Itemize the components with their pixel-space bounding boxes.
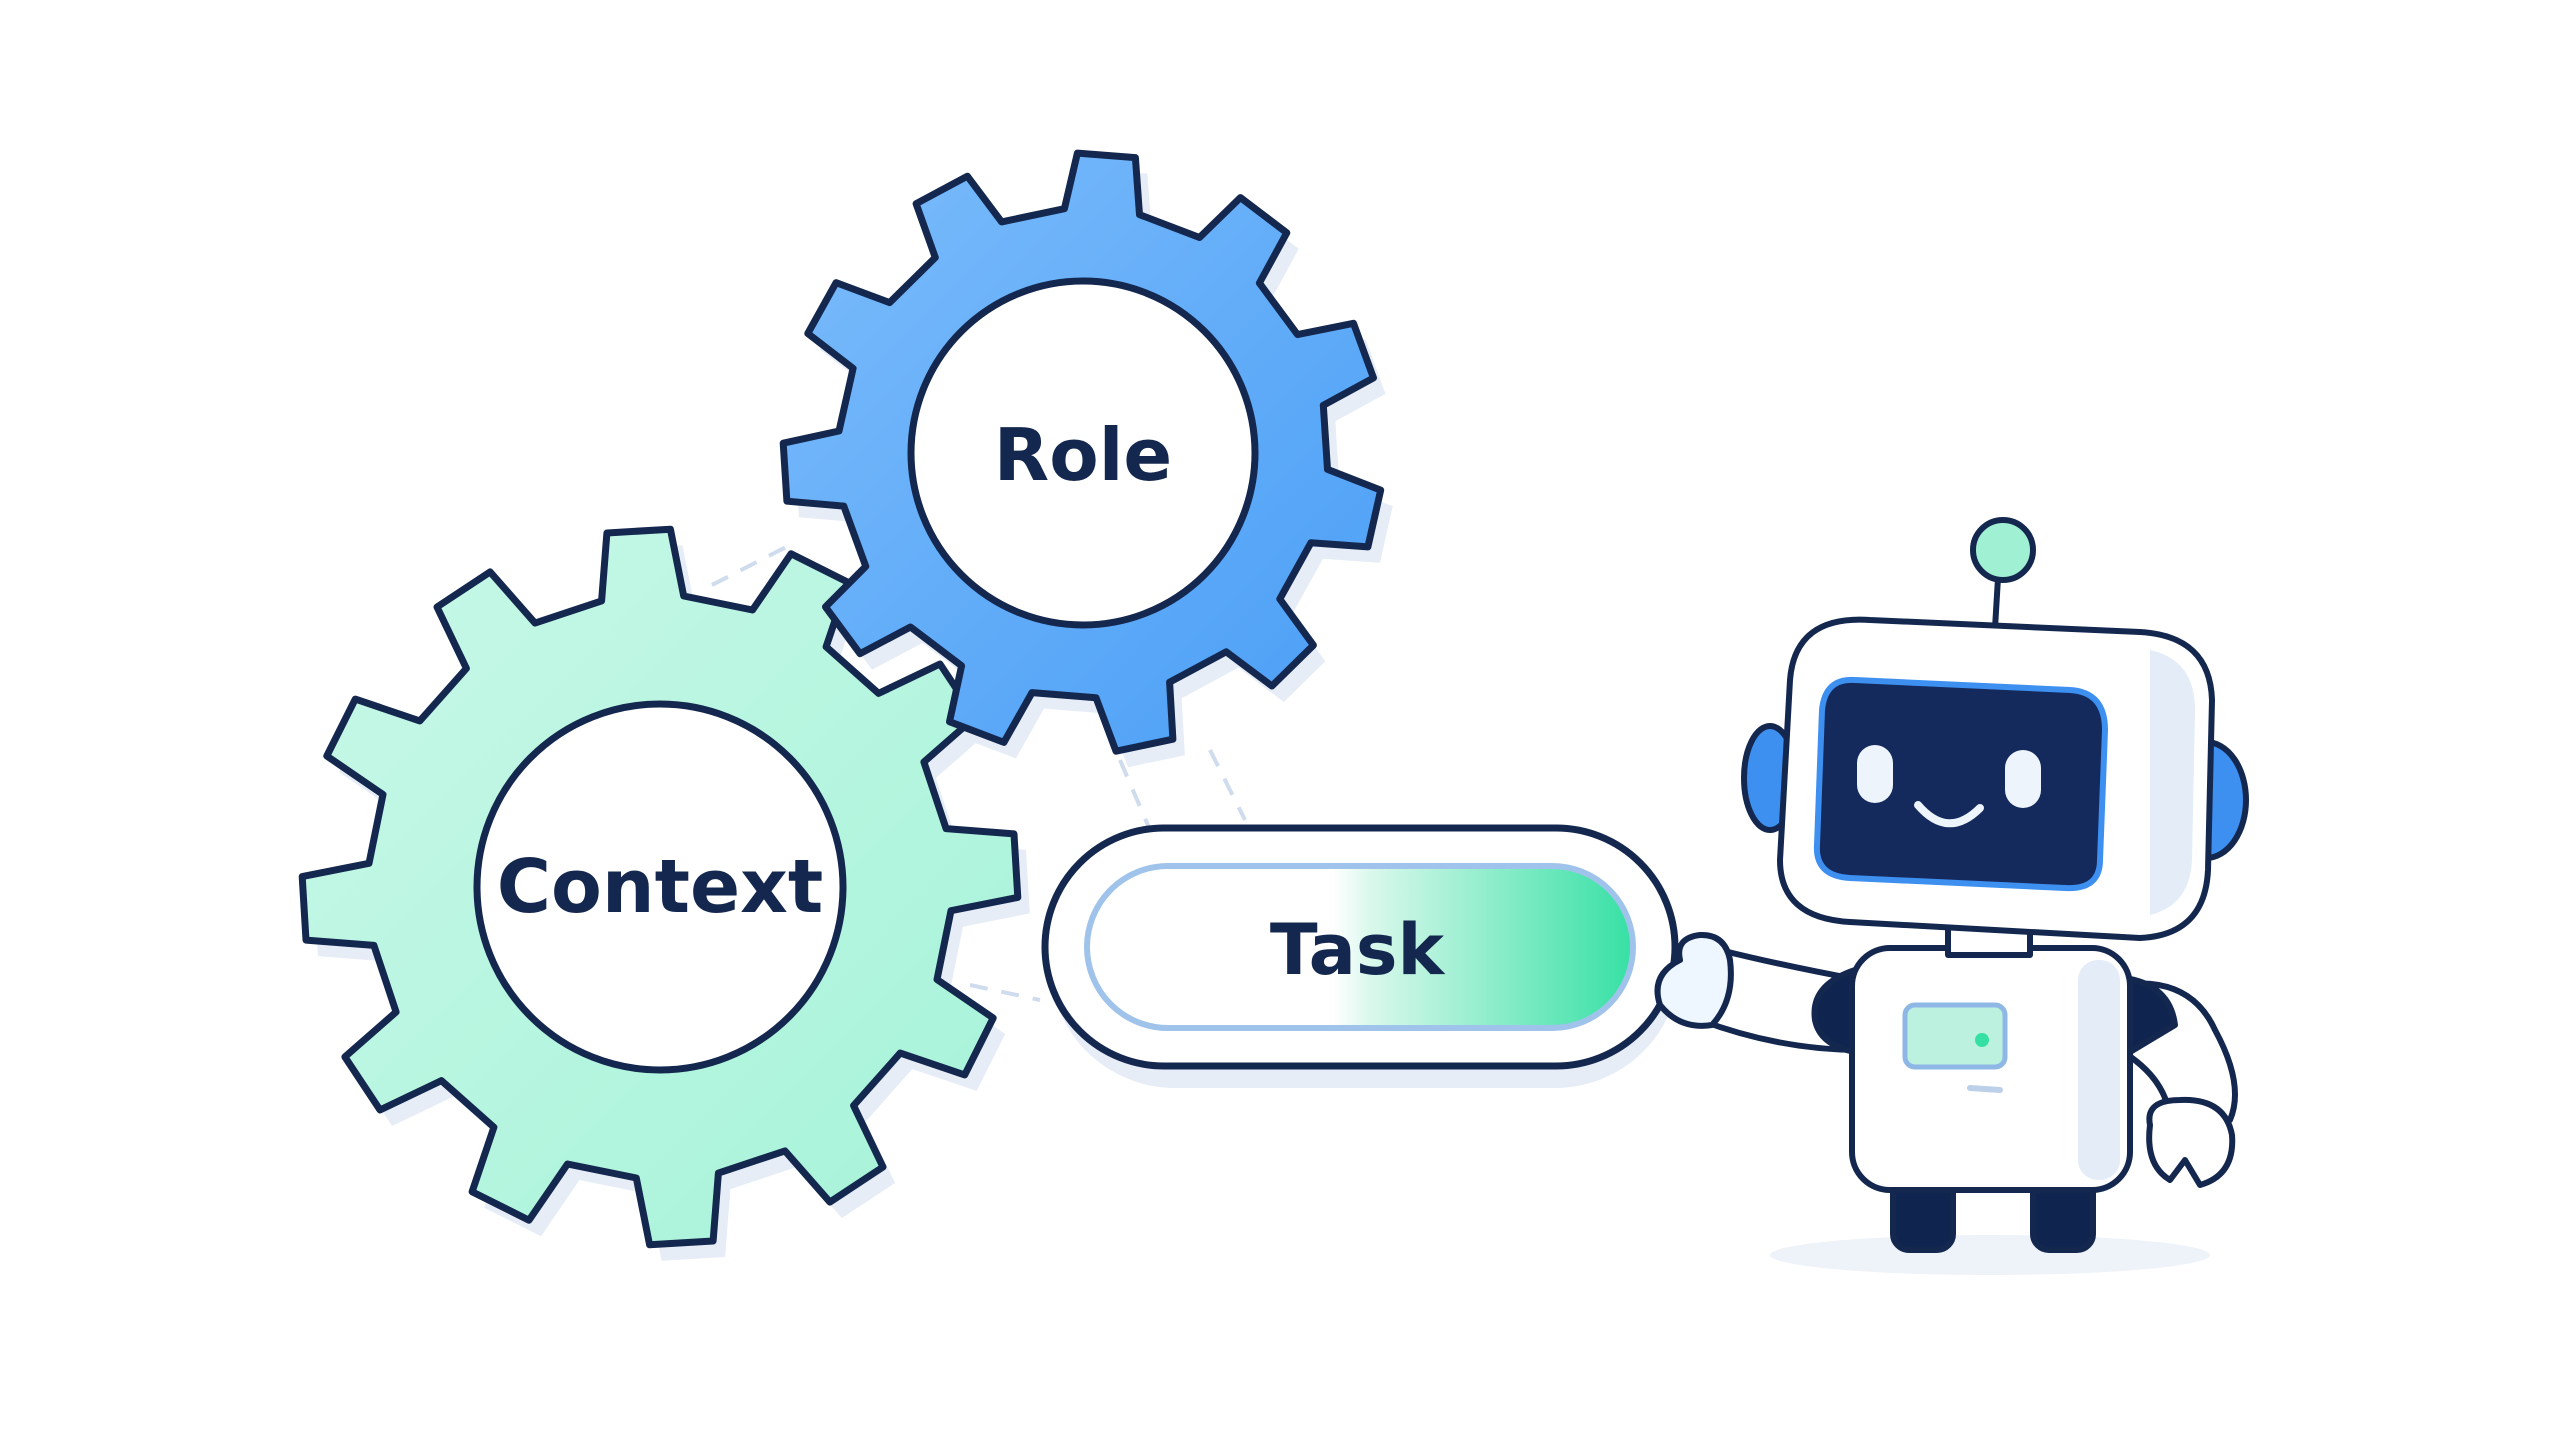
robot-shoulder-left	[1811, 967, 1858, 1055]
robot-smile	[1914, 801, 1984, 828]
robot-ground-shadow	[1770, 1235, 2210, 1275]
task-pill: Task	[1041, 824, 1679, 1070]
context-gear: Context	[298, 525, 1022, 1249]
robot-antenna-stem	[1992, 575, 2001, 631]
robot-screen	[1813, 676, 2108, 892]
role-gear: Role	[779, 149, 1385, 755]
connector-role-context	[711, 543, 791, 587]
robot-chest-panel	[1902, 1002, 2008, 1070]
robot-eye-left	[1857, 745, 1893, 803]
robot-chest-line	[1967, 1085, 2003, 1093]
connector-context-task	[969, 983, 1041, 1002]
robot-hand-right	[2146, 1096, 2236, 1188]
task-label: Task	[1270, 909, 1446, 991]
role-label: Role	[994, 413, 1172, 497]
role-gear-hub	[907, 277, 1259, 629]
robot-torso-shade	[2078, 960, 2120, 1180]
robot-shoulder-right	[2122, 975, 2178, 1058]
robot-eye-right	[2005, 750, 2041, 808]
robot-chest-light	[1975, 1033, 1989, 1047]
robot-head-shade	[2150, 650, 2195, 915]
robot-icon	[1654, 517, 2249, 1253]
robot-hand-left	[1654, 931, 1734, 1029]
context-label: Context	[497, 844, 824, 930]
connector-lines	[711, 543, 1247, 1002]
task-pill-inner	[1084, 863, 1636, 1031]
connector-role-task	[1118, 759, 1152, 831]
connector-role-task-2	[1208, 749, 1247, 821]
robot-antenna-ball	[1970, 517, 2036, 583]
context-gear-hub	[473, 700, 847, 1074]
